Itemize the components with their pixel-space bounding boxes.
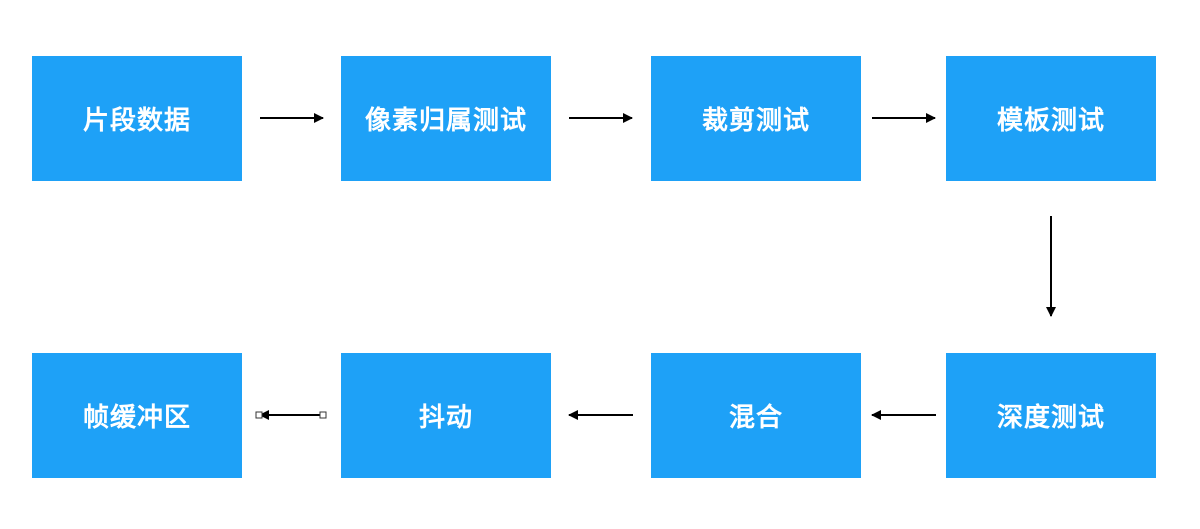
edge-endpoint-handle-end[interactable] (255, 411, 263, 419)
node-blending: 混合 (651, 353, 861, 478)
node-stencil-test: 模板测试 (946, 56, 1156, 181)
node-depth-test: 深度测试 (946, 353, 1156, 478)
node-scissor-test: 裁剪测试 (651, 56, 861, 181)
node-pixel-ownership-test: 像素归属测试 (341, 56, 551, 181)
node-dithering: 抖动 (341, 353, 551, 478)
node-fragment-data: 片段数据 (32, 56, 242, 181)
node-framebuffer: 帧缓冲区 (32, 353, 242, 478)
edge-endpoint-handle-start[interactable] (319, 411, 327, 419)
